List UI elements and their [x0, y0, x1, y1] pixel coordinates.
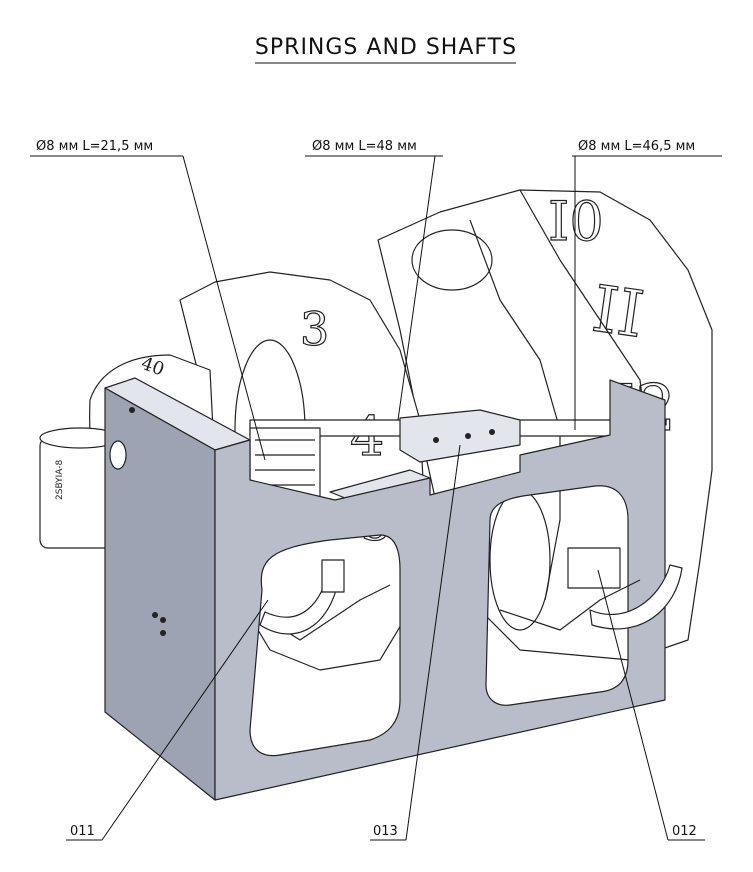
digit-3-engraving: 3: [300, 302, 329, 356]
part-label-012: 012: [672, 824, 697, 839]
digit-10-engraving: I0: [548, 190, 604, 253]
shaft-note-right: Ø8 мм L=46,5 мм: [578, 139, 695, 154]
spring-012: [567, 547, 683, 630]
upper-shaft-assembly: [249, 409, 631, 463]
shaft-note-middle: Ø8 мм L=48 мм: [312, 139, 417, 154]
knob-bore: [109, 440, 127, 470]
drawing-title: SPRINGS AND SHAFTS: [255, 35, 517, 60]
shaft-note-left: Ø8 мм L=21,5 мм: [36, 139, 153, 154]
part-label-011: 011: [70, 824, 95, 839]
part-label-013: 013: [373, 824, 398, 839]
knob-engraving: 2SBYIA-8: [55, 460, 65, 500]
spring-011: [259, 559, 345, 635]
rotary-knob: 2SBYIA-8: [39, 427, 121, 549]
digit-11-engraving: II: [588, 273, 648, 353]
